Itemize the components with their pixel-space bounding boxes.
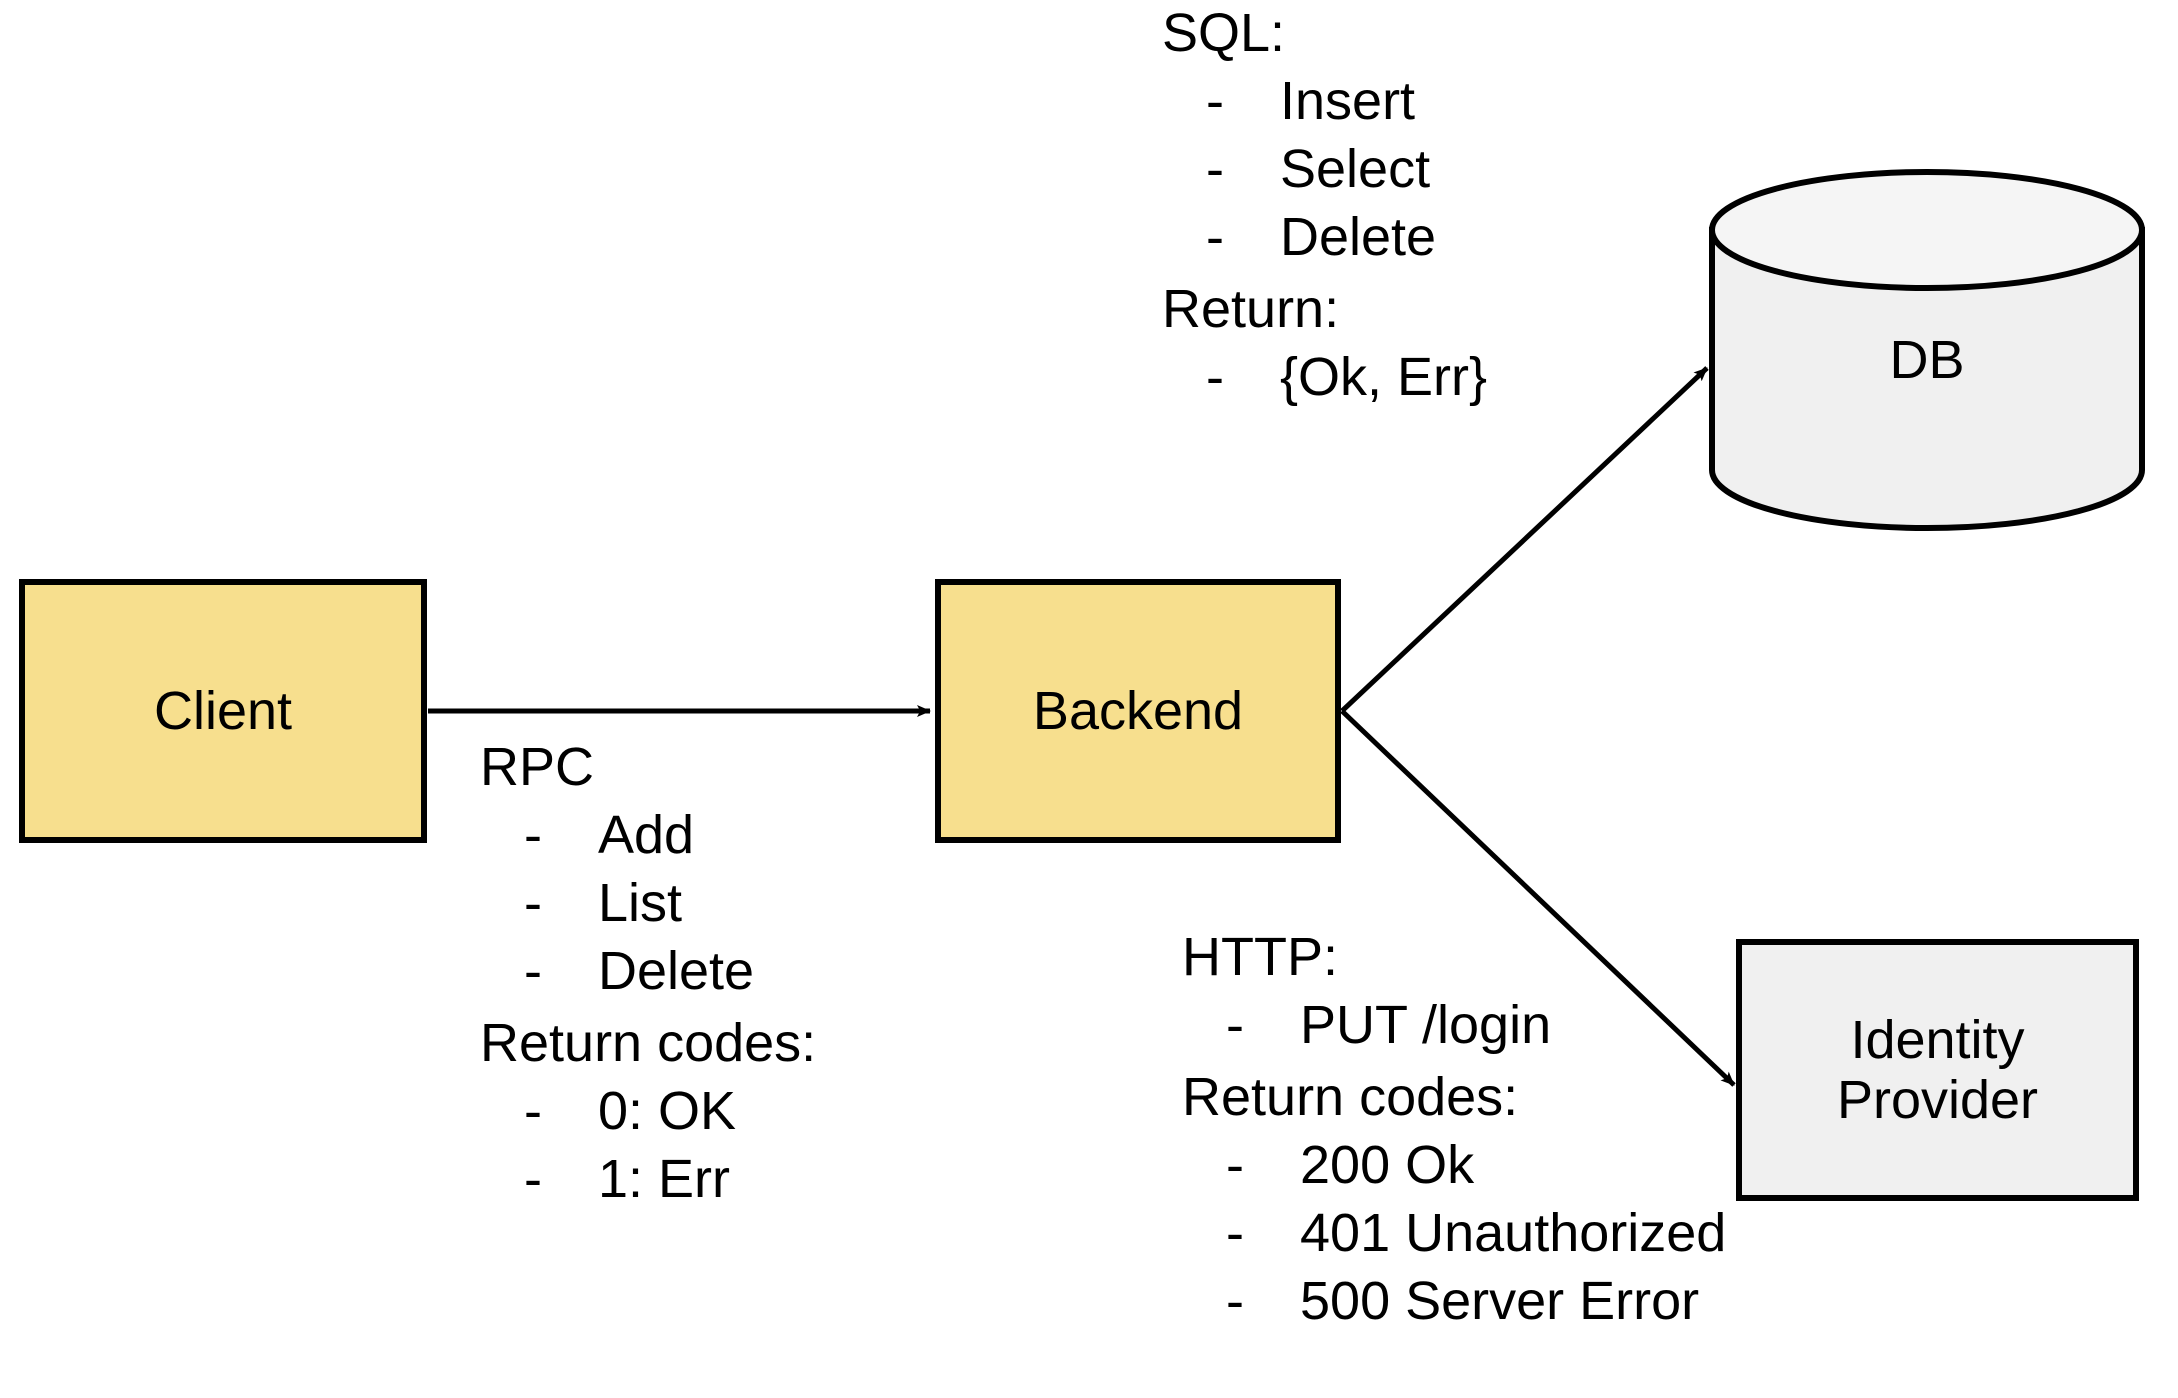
http-heading: HTTP: [1182, 927, 1338, 987]
rpc-item-label: Add [598, 805, 695, 865]
bullet-dash: - [524, 1149, 542, 1209]
bullet-dash: - [1226, 995, 1244, 1055]
rpc-item: -Add [480, 808, 816, 862]
bullet-dash: - [1206, 207, 1224, 267]
rpc-item: -List [480, 876, 816, 930]
sql-item-label: Insert [1280, 71, 1416, 131]
bullet-dash: - [524, 1081, 542, 1141]
node-db-shape[interactable] [1709, 227, 2145, 531]
http-return-item: -401 Unauthorized [1182, 1206, 1726, 1260]
http-return-item: -200 Ok [1182, 1138, 1726, 1192]
rpc-heading: RPC [480, 737, 595, 797]
bullet-dash: - [1226, 1135, 1244, 1195]
http-return-item-label: 401 Unauthorized [1300, 1203, 1727, 1263]
sql-item: -Delete [1162, 210, 1487, 264]
bullet-dash: - [524, 941, 542, 1001]
bullet-dash: - [1206, 139, 1224, 199]
bullet-dash: - [1206, 71, 1224, 131]
node-backend-shape[interactable] [935, 579, 1341, 843]
annotation-http: HTTP: -PUT /login Return codes: -200 Ok … [1182, 930, 1726, 1342]
sql-item-label: Select [1280, 139, 1431, 199]
rpc-item: -Delete [480, 944, 816, 998]
edge-backend-to-db [1340, 366, 1709, 713]
rpc-item-label: List [598, 873, 683, 933]
sql-item: -Insert [1162, 74, 1487, 128]
sql-item: -Select [1162, 142, 1487, 196]
bullet-dash: - [1226, 1203, 1244, 1263]
node-identity-provider-shape[interactable] [1736, 939, 2139, 1201]
bullet-dash: - [1206, 347, 1224, 407]
sql-item-label: Delete [1280, 207, 1437, 267]
edge-backend-to-identity-provider [1340, 709, 1736, 1087]
http-return-item-label: 500 Server Error [1300, 1271, 1700, 1331]
annotation-sql: SQL: -Insert -Select -Delete Return: -{O… [1162, 6, 1487, 418]
http-item-label: PUT /login [1300, 995, 1552, 1055]
sql-return-item: -{Ok, Err} [1162, 350, 1487, 404]
node-db-top-ellipse [1709, 169, 2145, 291]
rpc-item-label: Delete [598, 941, 755, 1001]
rpc-return-item-label: 0: OK [598, 1081, 737, 1141]
sql-heading: SQL: [1162, 3, 1286, 63]
bullet-dash: - [524, 873, 542, 933]
http-return-item-label: 200 Ok [1300, 1135, 1475, 1195]
rpc-return-item-label: 1: Err [598, 1149, 731, 1209]
rpc-return-heading: Return codes: [480, 1013, 817, 1073]
sql-return-item-label: {Ok, Err} [1280, 347, 1488, 407]
http-item: -PUT /login [1182, 998, 1726, 1052]
bullet-dash: - [524, 805, 542, 865]
http-return-item: -500 Server Error [1182, 1274, 1726, 1328]
sql-return-heading: Return: [1162, 279, 1340, 339]
annotation-rpc: RPC -Add -List -Delete Return codes: -0:… [480, 740, 816, 1220]
http-return-heading: Return codes: [1182, 1067, 1519, 1127]
rpc-return-item: -0: OK [480, 1084, 816, 1138]
bullet-dash: - [1226, 1271, 1244, 1331]
node-client-shape[interactable] [19, 579, 427, 843]
rpc-return-item: -1: Err [480, 1152, 816, 1206]
